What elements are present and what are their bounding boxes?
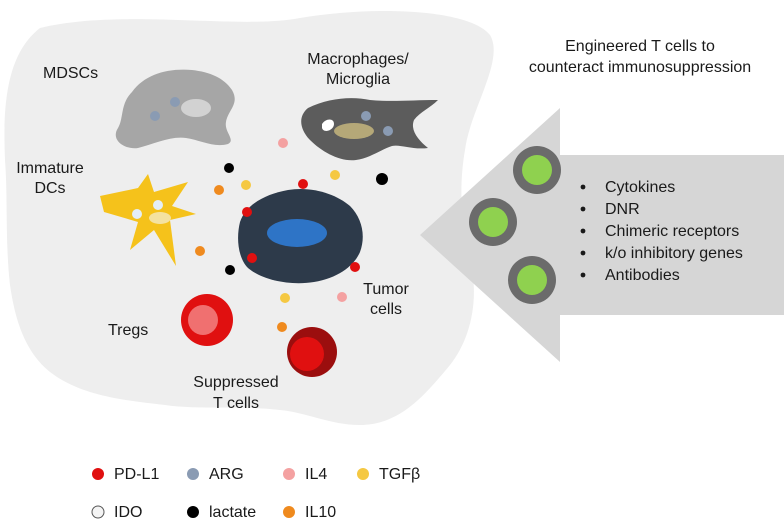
lactate-dot — [376, 173, 388, 185]
bullet-dot — [580, 250, 586, 256]
strategy-item: Cytokines — [605, 179, 675, 196]
macrophages-label-line2: Microglia — [326, 71, 390, 88]
bullet-dot — [580, 228, 586, 234]
il4-dot — [278, 138, 288, 148]
tregs-label: Tregs — [108, 322, 148, 339]
bullet-dot — [580, 184, 586, 190]
pd-l1-marker — [350, 262, 360, 272]
legend-label: TGFβ — [379, 466, 420, 483]
tumor-cell — [238, 179, 363, 284]
engineered-t-cells-arrow — [420, 108, 784, 362]
legend-label: IDO — [114, 504, 142, 521]
legend-swatch — [187, 468, 199, 480]
engineered-t-cell — [508, 256, 556, 304]
strategy-item: DNR — [605, 201, 640, 218]
pd-l1-marker — [242, 207, 252, 217]
immature-dcs-label-line2: DCs — [34, 180, 65, 197]
treg-cell — [181, 294, 233, 346]
legend-label: IL10 — [305, 504, 336, 521]
legend-swatch — [91, 505, 105, 519]
lactate-dot — [224, 163, 234, 173]
suppressed-t-cells-label-line2: T cells — [213, 395, 259, 412]
suppressed-t-cell — [287, 327, 337, 377]
engineered-t-cell — [513, 146, 561, 194]
macrophages-label-line1: Macrophages/ — [307, 51, 409, 68]
engineered-t-cell — [469, 198, 517, 246]
legend-swatch — [283, 468, 295, 480]
bullet-dot — [580, 206, 586, 212]
legend-label: lactate — [209, 504, 256, 521]
strategy-item: k/o inhibitory genes — [605, 245, 743, 262]
strategy-item: Chimeric receptors — [605, 223, 739, 240]
il10-dot — [195, 246, 205, 256]
legend-swatch — [283, 506, 295, 518]
engineered-title-line1: Engineered T cells to — [565, 38, 715, 55]
tumor-cells-label-line2: cells — [370, 301, 402, 318]
engineered-title-line2: counteract immunosuppression — [529, 59, 751, 76]
tgfb-dot — [280, 293, 290, 303]
pd-l1-marker — [298, 179, 308, 189]
tgfb-dot — [330, 170, 340, 180]
tumor-cells-label-line1: Tumor — [363, 281, 409, 298]
pd-l1-marker — [247, 253, 257, 263]
il4-dot — [337, 292, 347, 302]
macrophage-cell — [301, 98, 438, 161]
legend-swatch — [357, 468, 369, 480]
legend-swatch — [187, 506, 199, 518]
lactate-dot — [225, 265, 235, 275]
mdsc-cell — [115, 69, 235, 149]
suppressed-t-cells-label-line1: Suppressed — [193, 374, 278, 391]
immature-dc-cell — [100, 174, 196, 266]
legend-label: IL4 — [305, 466, 327, 483]
legend-label: ARG — [209, 466, 244, 483]
legend-label: PD-L1 — [114, 466, 159, 483]
strategy-item: Antibodies — [605, 267, 680, 284]
soluble-factors — [195, 138, 388, 332]
legend-swatch — [92, 468, 104, 480]
mdscs-label: MDSCs — [43, 65, 98, 82]
bullet-dot — [580, 272, 586, 278]
immature-dcs-label-line1: Immature — [16, 160, 84, 177]
il10-dot — [277, 322, 287, 332]
il10-dot — [214, 185, 224, 195]
tgfb-dot — [241, 180, 251, 190]
engineered-t-cells — [469, 146, 561, 304]
